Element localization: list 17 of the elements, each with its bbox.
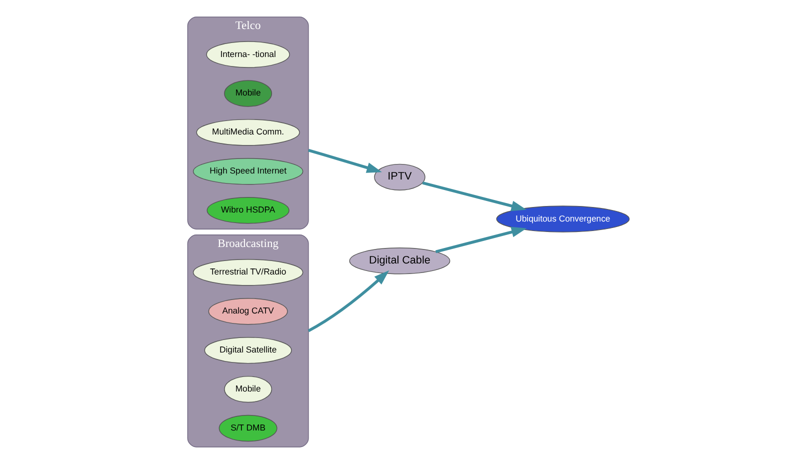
node-ellipse: High Speed Internet — [192, 158, 304, 185]
node-ellipse: Terrestrial TV/Radio — [192, 259, 304, 286]
arrow — [435, 226, 527, 254]
node-ellipse: Analog CATV — [208, 298, 288, 325]
node-ellipse: Mobile — [224, 80, 272, 107]
node-ellipse: Interna- -tional — [206, 41, 290, 68]
node-ellipse: IPTV — [374, 164, 426, 191]
node-ellipse: Wibro HSDPA — [206, 197, 290, 224]
node-ellipse: Mobile — [224, 376, 272, 403]
node-ellipse: Digital Cable — [349, 248, 450, 274]
arrow — [422, 182, 527, 212]
arrow — [308, 270, 390, 332]
node-ellipse: S/T DMB — [218, 414, 278, 442]
node-ellipse: MultiMedia Comm. — [196, 119, 300, 146]
arrow — [308, 148, 382, 173]
node-ellipse: Ubiquitous Convergence — [496, 206, 630, 232]
node-ellipse: Digital Satellite — [204, 336, 292, 364]
